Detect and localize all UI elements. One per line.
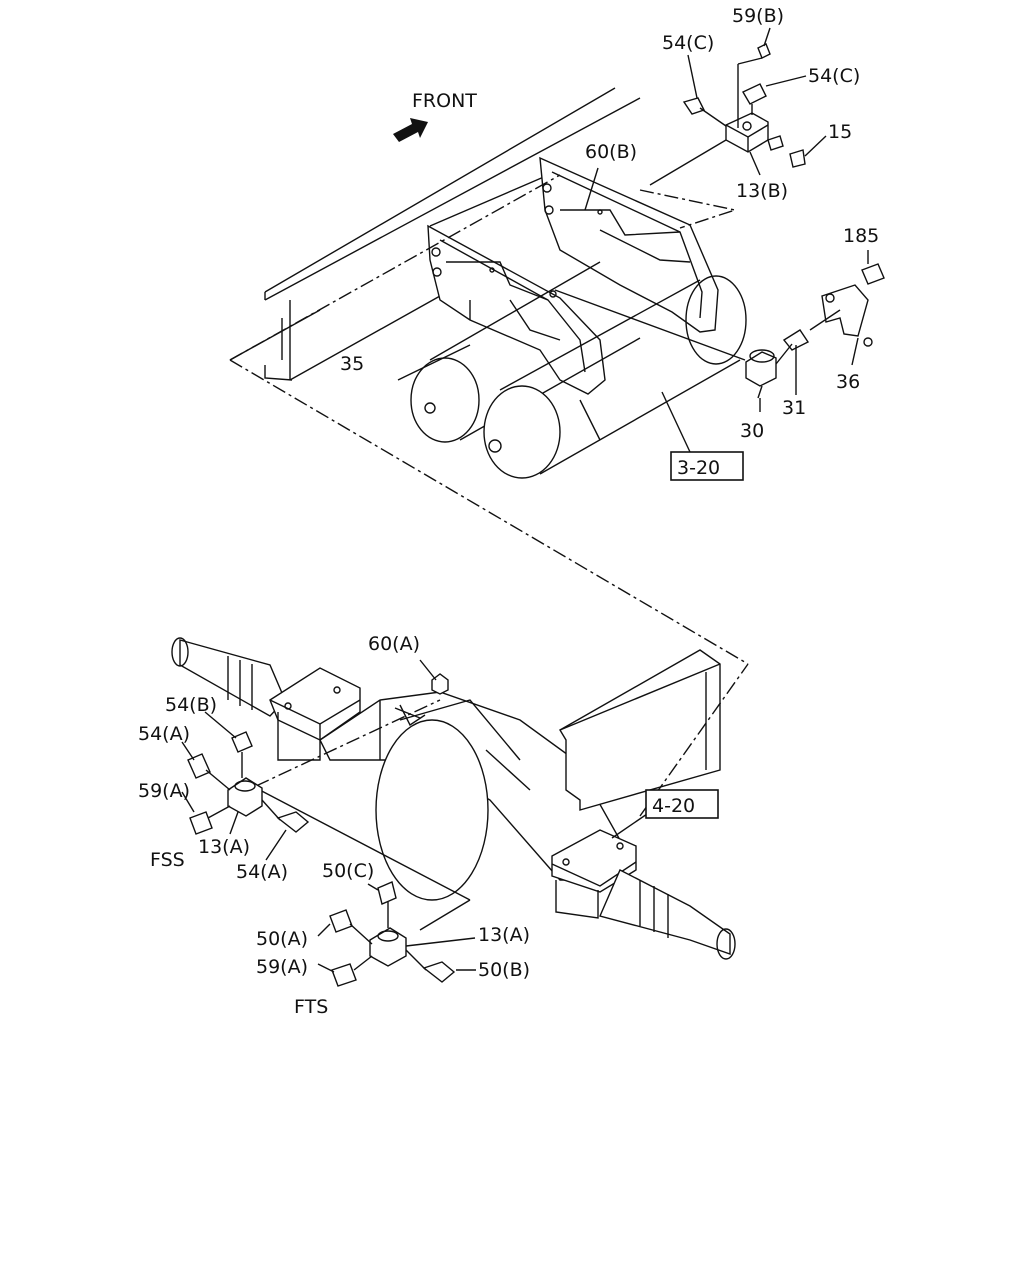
reference-box-lower [645, 789, 719, 819]
callout-59a-fts: 59(A) [256, 956, 308, 978]
front-arrow-icon [393, 118, 428, 142]
upper-assembly [229, 87, 749, 665]
air-tank-rear [483, 275, 747, 479]
variant-fss-label: FSS [150, 849, 185, 871]
lower-assembly [171, 637, 749, 960]
callout-185: 185 [843, 225, 879, 247]
callout-36: 36 [836, 371, 860, 393]
callout-30: 30 [740, 420, 764, 442]
callout-54c-right: 54(C) [808, 65, 860, 87]
callout-31: 31 [782, 397, 806, 419]
callout-59a-fss: 59(A) [138, 780, 190, 802]
direction-label: FRONT [412, 90, 477, 112]
callout-54a-top: 54(A) [138, 723, 190, 745]
callout-59b: 59(B) [732, 5, 784, 27]
reference-box-upper [670, 451, 744, 481]
frame-rail [264, 87, 641, 381]
callout-13a-fts: 13(A) [478, 924, 530, 946]
reference-label-lower: 4-20 [652, 795, 695, 817]
valve-assembly-fss [181, 711, 310, 861]
valve-assembly-13b [649, 27, 827, 186]
reference-label-upper: 3-20 [677, 457, 720, 479]
tank-link-dash [639, 189, 738, 229]
callout-50c: 50(C) [322, 860, 374, 882]
callout-60b: 60(B) [585, 141, 637, 163]
callout-54c-top: 54(C) [662, 32, 714, 54]
callout-13a-fss: 13(A) [198, 836, 250, 858]
rear-bracket [539, 156, 719, 333]
callout-50a: 50(A) [256, 928, 308, 950]
frame-rail-lower [559, 649, 721, 811]
callout-60a: 60(A) [368, 633, 420, 655]
valve-assembly-fts [317, 881, 476, 987]
callout-15: 15 [828, 121, 852, 143]
upper-outline-edge [229, 309, 321, 361]
sensor-assembly [745, 250, 885, 412]
callout-54b: 54(B) [165, 694, 217, 716]
callout-50b: 50(B) [478, 959, 530, 981]
variant-fts-label: FTS [294, 996, 328, 1018]
axle-shaft-right [599, 869, 731, 955]
callout-54a-bottom: 54(A) [236, 861, 288, 883]
callout-13b: 13(B) [736, 180, 788, 202]
callout-35: 35 [340, 353, 364, 375]
